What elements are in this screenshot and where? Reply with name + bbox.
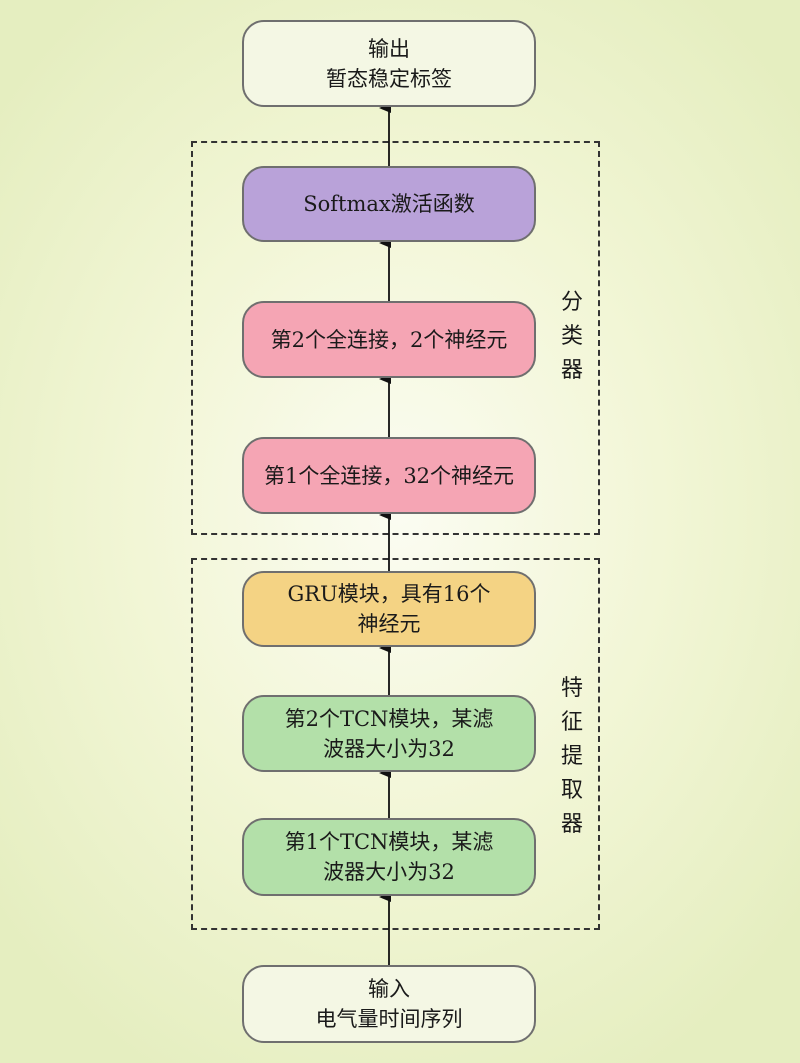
fc2-label: 第2个全连接，2个神经元 [270, 327, 508, 352]
gru-label-line2: 神经元 [357, 612, 421, 636]
feature-extractor-label-char: 取 [560, 778, 583, 803]
tcn2-label-line2: 波器大小为32 [323, 736, 455, 761]
feature-extractor-label-char: 器 [560, 812, 583, 837]
softmax-label: Softmax激活函数 [303, 192, 475, 216]
input-title: 输入 [368, 977, 410, 1001]
output-node: 输出 暂态稳定标签 [242, 20, 536, 107]
input-description: 电气量时间序列 [315, 1007, 463, 1031]
tcn1-label-line2: 波器大小为32 [323, 860, 455, 884]
classifier-group-label: 分 类 器 [558, 286, 586, 388]
classifier-label-char: 分 [560, 290, 583, 315]
feature-extractor-group-box [191, 558, 600, 930]
feature-extractor-label-char: 特 [560, 676, 583, 701]
gru-node: GRU模块，具有16个 神经元 [242, 571, 536, 647]
input-node: 输入 电气量时间序列 [242, 965, 536, 1043]
classifier-label-char: 器 [560, 358, 583, 383]
gru-label-line1: GRU模块，具有16个 [287, 582, 491, 606]
tcn1-label-line1: 第1个TCN模块，某滤 [284, 830, 494, 854]
output-title: 输出 [368, 36, 410, 61]
fc2-node: 第2个全连接，2个神经元 [242, 301, 536, 378]
fc1-label: 第1个全连接，32个神经元 [263, 463, 515, 488]
softmax-node: Softmax激活函数 [242, 166, 536, 242]
fc1-node: 第1个全连接，32个神经元 [242, 437, 536, 514]
output-description: 暂态稳定标签 [326, 66, 452, 91]
tcn2-label-line1: 第2个TCN模块，某滤 [284, 706, 494, 731]
feature-extractor-label-char: 提 [560, 744, 583, 769]
feature-extractor-group-label: 特 征 提 取 器 [558, 672, 586, 842]
classifier-group-box [191, 141, 600, 535]
tcn1-node: 第1个TCN模块，某滤 波器大小为32 [242, 818, 536, 896]
tcn2-node: 第2个TCN模块，某滤 波器大小为32 [242, 695, 536, 772]
feature-extractor-label-char: 征 [560, 710, 583, 735]
classifier-label-char: 类 [560, 324, 583, 349]
